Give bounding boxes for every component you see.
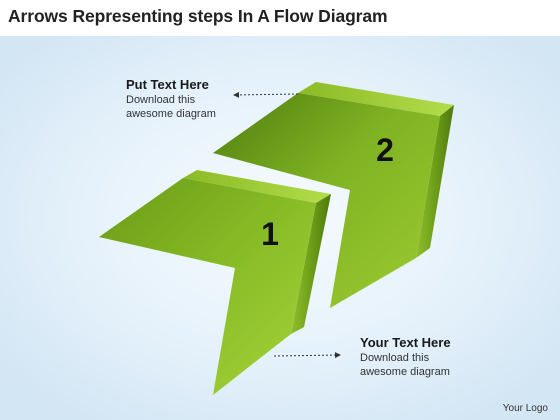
callout-heading: Your Text Here	[360, 335, 451, 350]
arrow-1-front-face	[99, 178, 316, 395]
arrow-1-side-face	[291, 194, 331, 334]
callout-top-left: Put Text Here Download this awesome diag…	[126, 77, 236, 121]
arrow-2-top-face	[298, 82, 454, 116]
arrow-step-2	[213, 82, 454, 308]
step-2-number: 2	[376, 132, 394, 168]
step-1-number: 1	[261, 216, 279, 252]
callout-heading: Put Text Here	[126, 77, 209, 92]
page-title: Arrows Representing steps In A Flow Diag…	[8, 6, 388, 26]
arrow-1-top-face	[183, 170, 331, 203]
callout-body: Download this awesome diagram	[360, 352, 450, 378]
arrow-2-side-face	[416, 105, 454, 258]
callout-1-connector	[233, 91, 299, 98]
title-bar: Arrows Representing steps In A Flow Diag…	[0, 0, 560, 36]
arrow-step-1	[99, 170, 331, 395]
callout-2-connector	[273, 352, 341, 359]
callout-body: Download this awesome diagram	[126, 94, 216, 120]
logo-placeholder: Your Logo	[502, 403, 548, 414]
callout-bottom-right: Your Text Here Download this awesome dia…	[360, 335, 470, 379]
arrow-2-front-face	[213, 93, 440, 308]
